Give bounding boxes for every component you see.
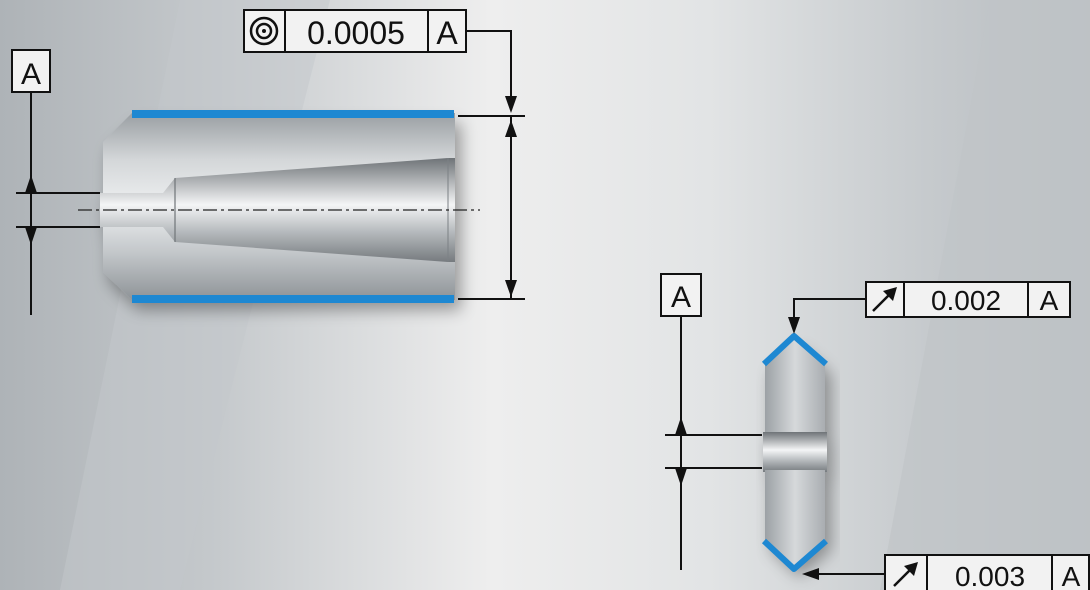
fcf-runout-bottom: 0.003 A xyxy=(802,554,1090,590)
datum-a-left-box xyxy=(11,49,51,93)
fcf-runout-top: 0.002 A xyxy=(788,281,1071,334)
runout-arrow-icon xyxy=(872,287,897,312)
highlight-bottom-chamfer xyxy=(761,538,828,572)
highlight-top-chamfer xyxy=(761,333,828,367)
datum-a-left: A xyxy=(11,49,100,315)
highlight-top-surface xyxy=(132,110,454,118)
arrowhead xyxy=(25,227,37,245)
datum-a-left-letter: A xyxy=(21,58,41,91)
pin-part xyxy=(763,338,827,567)
runout-bottom-tolerance: 0.003 xyxy=(955,561,1025,590)
runout-bottom-datum: A xyxy=(1062,561,1081,590)
leader-line xyxy=(466,30,512,96)
runout-arrow-icon xyxy=(893,562,918,587)
pin-neck xyxy=(763,432,827,472)
tapered-bore xyxy=(100,158,455,262)
pin-lower-body xyxy=(765,470,825,567)
arrowhead xyxy=(675,417,687,435)
arrowhead xyxy=(505,96,517,113)
concentricity-tolerance: 0.0005 xyxy=(307,15,405,51)
arrowhead xyxy=(802,568,819,580)
concentricity-datum: A xyxy=(436,15,458,51)
arrowhead xyxy=(788,317,800,334)
fcf-concentricity: 0.0005 A xyxy=(243,9,517,113)
arrowhead xyxy=(675,468,687,486)
runout-top-datum: A xyxy=(1040,285,1059,316)
arrowhead xyxy=(25,175,37,193)
datum-a-right-box xyxy=(660,273,702,317)
highlight-bottom-surface xyxy=(132,295,454,303)
runout-top-tolerance: 0.002 xyxy=(931,285,1001,316)
datum-a-right: A xyxy=(660,273,762,570)
diameter-dimension xyxy=(458,115,525,300)
pin-upper-body xyxy=(765,338,825,435)
bushing-part xyxy=(100,113,455,300)
leader-line xyxy=(793,298,866,318)
concentricity-icon xyxy=(249,16,279,46)
datum-a-right-letter: A xyxy=(671,281,691,314)
